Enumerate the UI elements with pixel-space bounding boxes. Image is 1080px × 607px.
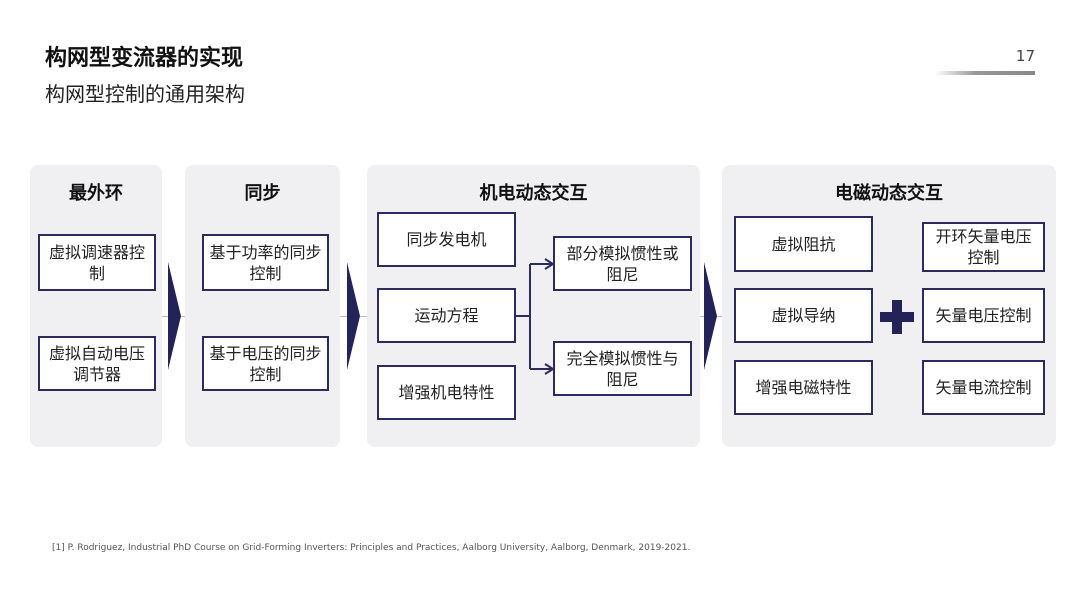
page-number-bar: [935, 71, 1035, 75]
panel-electromechanical: 机电动态交互 同步发电机 运动方程 增强机电特性 部分模拟惯性或阻尼 完全模拟惯…: [367, 165, 700, 447]
box-enhanced-electromagnetic: 增强电磁特性: [734, 360, 873, 415]
box-voltage-sync: 基于电压的同步控制: [202, 336, 329, 391]
chevron-right-icon: [168, 262, 181, 370]
panel-title: 最外环: [69, 183, 123, 204]
box-enhanced-em: 增强机电特性: [377, 365, 516, 420]
page-number: 17: [1015, 47, 1035, 65]
plus-icon: [880, 300, 914, 334]
panel-title: 机电动态交互: [479, 183, 588, 204]
box-virtual-avr: 虚拟自动电压调节器: [38, 336, 156, 391]
slide-subtitle: 构网型控制的通用架构: [45, 82, 245, 106]
footnote: [1] P. Rodriguez, Industrial PhD Course …: [52, 543, 691, 553]
box-virtual-admittance: 虚拟导纳: [734, 288, 873, 343]
branch-arrows: [516, 258, 555, 375]
chevron-right-icon: [704, 262, 717, 370]
panel-outer-loop: 最外环 虚拟调速器控制 虚拟自动电压调节器: [30, 165, 162, 447]
box-virtual-impedance: 虚拟阻抗: [734, 216, 873, 272]
slide-title: 构网型变流器的实现: [45, 46, 244, 71]
chevron-right-icon: [347, 262, 360, 370]
box-virtual-governor: 虚拟调速器控制: [38, 234, 156, 291]
panel-electromagnetic: 电磁动态交互 虚拟阻抗 虚拟导纳 增强电磁特性 开环矢量电压控制 矢量电压控制 …: [722, 165, 1056, 447]
box-power-sync: 基于功率的同步控制: [202, 234, 329, 291]
box-vector-current: 矢量电流控制: [922, 360, 1045, 415]
box-full-inertia: 完全模拟惯性与阻尼: [553, 341, 692, 396]
panel-title: 同步: [244, 183, 281, 204]
box-vector-voltage: 矢量电压控制: [922, 288, 1045, 343]
box-swing-equation: 运动方程: [377, 288, 516, 343]
box-partial-inertia: 部分模拟惯性或阻尼: [553, 236, 692, 291]
box-open-loop-voltage: 开环矢量电压控制: [922, 222, 1045, 272]
panel-sync: 同步 基于功率的同步控制 基于电压的同步控制: [185, 165, 340, 447]
box-sync-generator: 同步发电机: [377, 212, 516, 267]
panel-title: 电磁动态交互: [835, 183, 943, 204]
